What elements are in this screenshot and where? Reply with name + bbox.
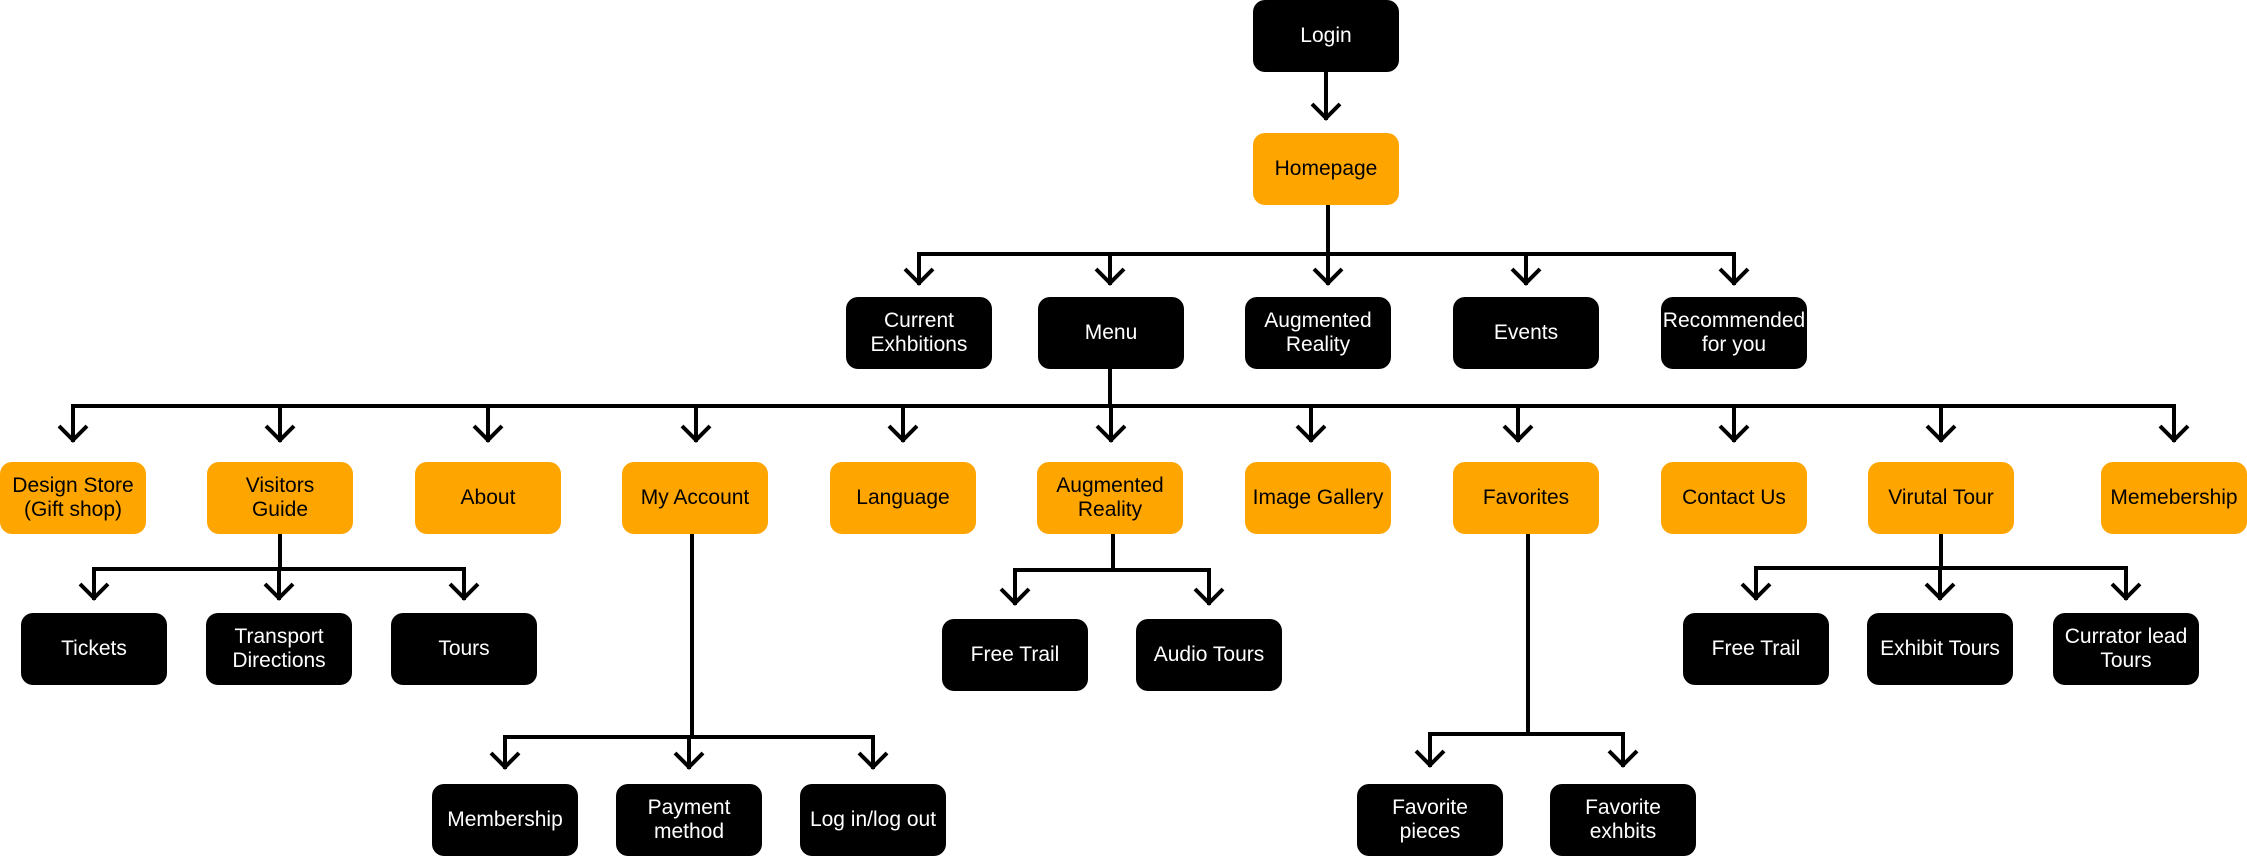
node-audio-tours: Audio Tours: [1136, 619, 1282, 691]
arrowhead-icon: [1094, 267, 1126, 286]
arrowhead-icon: [1193, 587, 1225, 606]
arrowhead-icon: [2110, 582, 2142, 601]
node-image-gallery: Image Gallery: [1245, 462, 1391, 534]
arrowhead-icon: [1295, 424, 1327, 443]
node-about: About: [415, 462, 561, 534]
arrowhead-icon: [857, 751, 889, 770]
node-exhibit-tours: Exhibit Tours: [1867, 613, 2013, 685]
arrowhead-icon: [263, 582, 295, 601]
arrowhead-icon: [1607, 749, 1639, 768]
node-virtual-tour: Virutal Tour: [1868, 462, 2014, 534]
node-augmented-reality-top: Augmented Reality: [1245, 297, 1391, 369]
arrowhead-icon: [1414, 749, 1446, 768]
arrowhead-icon: [673, 751, 705, 770]
node-visitors-guide: Visitors Guide: [207, 462, 353, 534]
arrowhead-icon: [680, 424, 712, 443]
node-events: Events: [1453, 297, 1599, 369]
node-favorite-pieces: Favorite pieces: [1357, 784, 1503, 856]
node-recommended: Recommended for you: [1661, 297, 1807, 369]
node-language: Language: [830, 462, 976, 534]
node-free-trail-ar: Free Trail: [942, 619, 1088, 691]
node-payment-method: Payment method: [616, 784, 762, 856]
arrowhead-icon: [448, 582, 480, 601]
arrowhead-icon: [903, 267, 935, 286]
node-menu: Menu: [1038, 297, 1184, 369]
node-my-account: My Account: [622, 462, 768, 534]
arrowhead-icon: [1312, 267, 1344, 286]
node-membership-menu: Memebership: [2101, 462, 2247, 534]
arrowhead-icon: [57, 424, 89, 443]
node-augmented-reality-menu: Augmented Reality: [1037, 462, 1183, 534]
arrowhead-icon: [1510, 267, 1542, 286]
node-contact-us: Contact Us: [1661, 462, 1807, 534]
node-current-exhibitions: Current Exhbitions: [846, 297, 992, 369]
node-curator-tours: Currator lead Tours: [2053, 613, 2199, 685]
node-favorite-exhibits: Favorite exhbits: [1550, 784, 1696, 856]
arrowhead-icon: [489, 751, 521, 770]
arrowhead-icon: [1310, 102, 1342, 121]
arrowhead-icon: [2158, 424, 2190, 443]
arrowhead-icon: [999, 587, 1031, 606]
arrowhead-icon: [472, 424, 504, 443]
node-transport-directions: Transport Directions: [206, 613, 352, 685]
arrowhead-icon: [1924, 582, 1956, 601]
arrowhead-icon: [1925, 424, 1957, 443]
arrowhead-icon: [1718, 424, 1750, 443]
node-membership: Membership: [432, 784, 578, 856]
arrowhead-icon: [1502, 424, 1534, 443]
node-design-store: Design Store (Gift shop): [0, 462, 146, 534]
node-login-logout: Log in/log out: [800, 784, 946, 856]
node-favorites: Favorites: [1453, 462, 1599, 534]
arrowhead-icon: [78, 582, 110, 601]
arrowhead-icon: [887, 424, 919, 443]
node-tours: Tours: [391, 613, 537, 685]
arrowhead-icon: [1095, 424, 1127, 443]
node-homepage: Homepage: [1253, 133, 1399, 205]
arrowhead-icon: [1718, 267, 1750, 286]
node-login: Login: [1253, 0, 1399, 72]
node-free-trail-vt: Free Trail: [1683, 613, 1829, 685]
arrowhead-icon: [264, 424, 296, 443]
node-tickets: Tickets: [21, 613, 167, 685]
arrowhead-icon: [1740, 582, 1772, 601]
